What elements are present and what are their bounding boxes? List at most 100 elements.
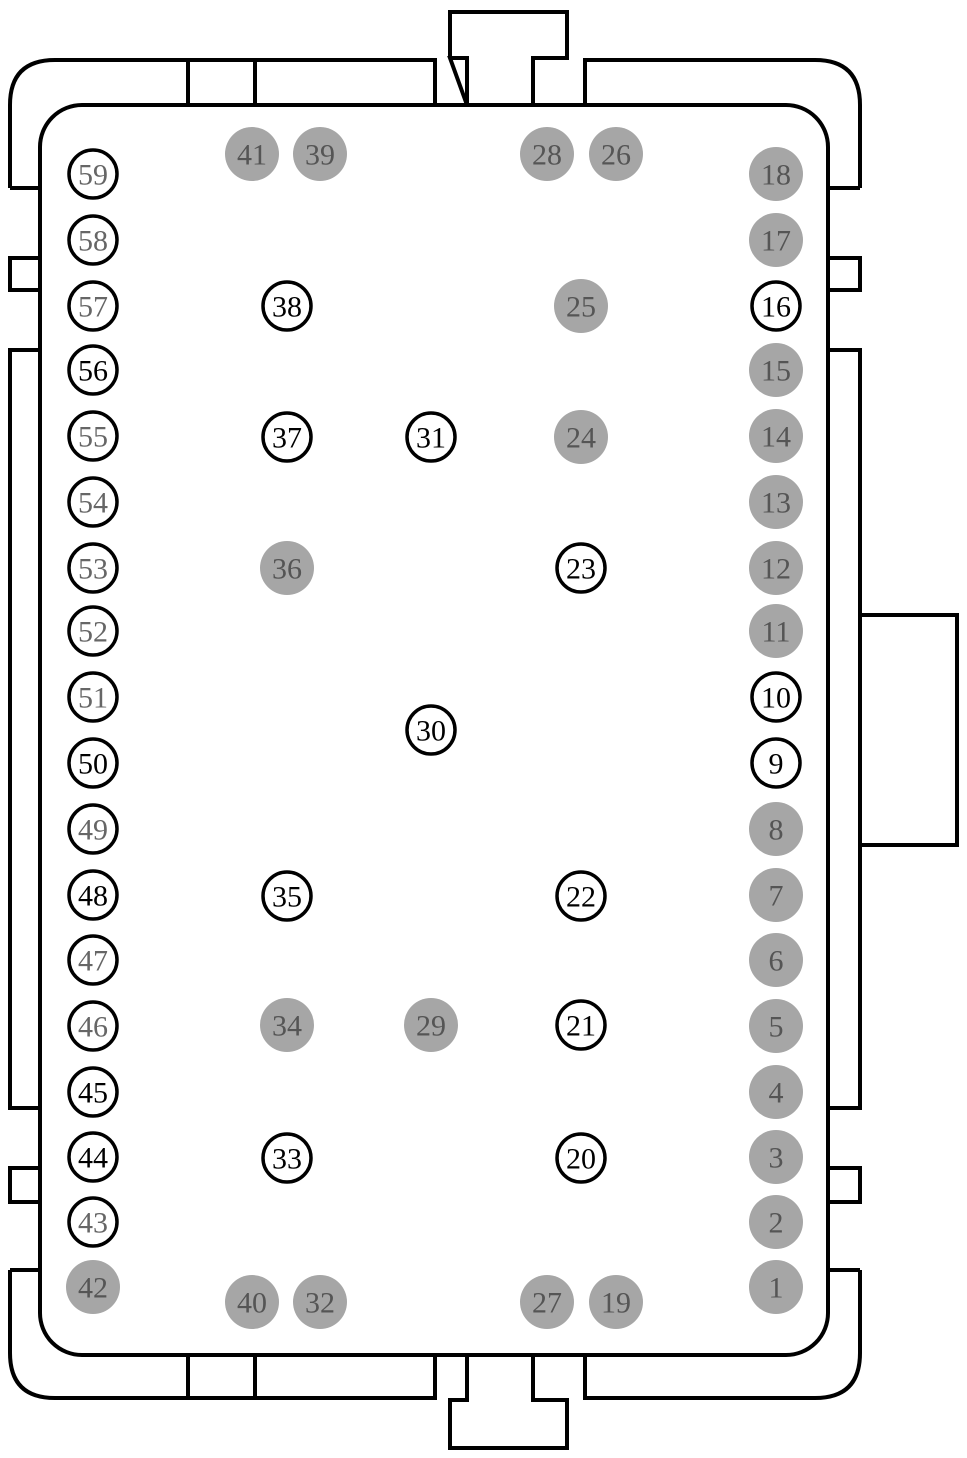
pin-number-label: 35 xyxy=(272,881,302,914)
pin-number-label: 31 xyxy=(416,422,446,455)
pin-cavity-open xyxy=(67,1131,119,1183)
housing-top-key-top xyxy=(448,10,569,58)
pin-48: 48 xyxy=(67,869,119,921)
pin-number-label: 48 xyxy=(78,880,108,913)
pin-cavity-open xyxy=(261,280,313,332)
pin-cavity-open xyxy=(750,671,802,723)
pin-cavity-filled xyxy=(749,933,803,987)
connector-housing xyxy=(8,10,959,1450)
pin-40: 40 xyxy=(225,1275,279,1329)
pin-cavity-open xyxy=(555,1132,607,1184)
pin-cavity-filled xyxy=(589,1275,643,1329)
pin-cavity-filled xyxy=(293,127,347,181)
pin-number-label: 26 xyxy=(601,139,631,172)
pin-42: 42 xyxy=(66,1260,120,1314)
pin-32: 32 xyxy=(293,1275,347,1329)
pin-9: 9 xyxy=(750,737,802,789)
pin-number-label: 45 xyxy=(78,1077,108,1110)
pin-28: 28 xyxy=(520,127,574,181)
pin-1: 1 xyxy=(749,1260,803,1314)
pin-number-label: 44 xyxy=(78,1142,108,1175)
pin-cavity-filled xyxy=(749,475,803,529)
pin-number-label: 15 xyxy=(761,355,791,388)
pin-number-label: 34 xyxy=(272,1010,302,1043)
pin-number-label: 5 xyxy=(769,1011,784,1044)
pin-cavity-open xyxy=(67,934,119,986)
pin-cavity-open xyxy=(555,999,607,1051)
pin-29: 29 xyxy=(404,998,458,1052)
pin-43: 43 xyxy=(67,1196,119,1248)
pin-number-label: 16 xyxy=(761,291,791,324)
pin-number-label: 49 xyxy=(78,814,108,847)
pin-34: 34 xyxy=(260,998,314,1052)
pin-cavity-filled xyxy=(749,1195,803,1249)
pin-6: 6 xyxy=(749,933,803,987)
pin-number-label: 58 xyxy=(78,225,108,258)
pin-38: 38 xyxy=(261,280,313,332)
pin-cavity-filled xyxy=(554,410,608,464)
pin-number-label: 14 xyxy=(761,421,791,454)
pin-cavity-open xyxy=(67,344,119,396)
pin-number-label: 59 xyxy=(78,159,108,192)
pin-cavity-filled xyxy=(749,802,803,856)
pin-49: 49 xyxy=(67,803,119,855)
pin-number-label: 32 xyxy=(305,1287,335,1320)
pin-14: 14 xyxy=(749,409,803,463)
pin-number-label: 9 xyxy=(769,748,784,781)
pin-cavity-open xyxy=(555,542,607,594)
pin-number-label: 33 xyxy=(272,1143,302,1176)
pin-2: 2 xyxy=(749,1195,803,1249)
pin-cavity-open xyxy=(261,411,313,463)
pin-number-label: 40 xyxy=(237,1287,267,1320)
pin-number-label: 3 xyxy=(769,1142,784,1175)
pin-cavity-open xyxy=(67,605,119,657)
pin-cavity-filled xyxy=(749,409,803,463)
pin-number-label: 19 xyxy=(601,1287,631,1320)
pin-cavity-open xyxy=(67,869,119,921)
pin-7: 7 xyxy=(749,868,803,922)
pin-41: 41 xyxy=(225,127,279,181)
pin-cavity-open xyxy=(67,214,119,266)
pin-55: 55 xyxy=(67,410,119,462)
pin-cavity-filled xyxy=(749,999,803,1053)
pin-number-label: 2 xyxy=(769,1207,784,1240)
housing-shell-top xyxy=(8,58,862,188)
pin-number-label: 57 xyxy=(78,291,108,324)
pin-number-label: 51 xyxy=(78,682,108,715)
housing-left-rails xyxy=(8,186,40,1272)
pin-number-label: 28 xyxy=(532,139,562,172)
pin-44: 44 xyxy=(67,1131,119,1183)
pin-21: 21 xyxy=(555,999,607,1051)
housing-inner-cavity xyxy=(38,103,830,1357)
pin-8: 8 xyxy=(749,802,803,856)
pin-number-label: 37 xyxy=(272,422,302,455)
housing-shell-bottom xyxy=(8,1270,862,1400)
pin-37: 37 xyxy=(261,411,313,463)
pin-number-label: 17 xyxy=(761,225,791,258)
pin-35: 35 xyxy=(261,870,313,922)
pin-50: 50 xyxy=(67,737,119,789)
pin-number-label: 42 xyxy=(78,1272,108,1305)
pin-13: 13 xyxy=(749,475,803,529)
pin-56: 56 xyxy=(67,344,119,396)
pin-number-label: 18 xyxy=(761,159,791,192)
pin-number-label: 52 xyxy=(78,616,108,649)
pin-cavity-filled xyxy=(749,1065,803,1119)
pin-cavity-filled xyxy=(520,127,574,181)
pin-number-label: 54 xyxy=(78,487,108,520)
pin-cavity-open xyxy=(750,280,802,332)
pin-31: 31 xyxy=(405,411,457,463)
pin-number-label: 47 xyxy=(78,945,108,978)
pin-number-label: 50 xyxy=(78,748,108,781)
pin-number-label: 11 xyxy=(762,616,791,649)
pin-cavity-filled xyxy=(749,1130,803,1184)
pin-10: 10 xyxy=(750,671,802,723)
pin-46: 46 xyxy=(67,1000,119,1052)
pin-number-label: 12 xyxy=(761,553,791,586)
pin-cavity-filled xyxy=(260,541,314,595)
pin-45: 45 xyxy=(67,1066,119,1118)
pin-cavity-filled xyxy=(749,1260,803,1314)
housing-right-rails xyxy=(828,186,862,1272)
housing-top-ribs xyxy=(186,60,257,105)
